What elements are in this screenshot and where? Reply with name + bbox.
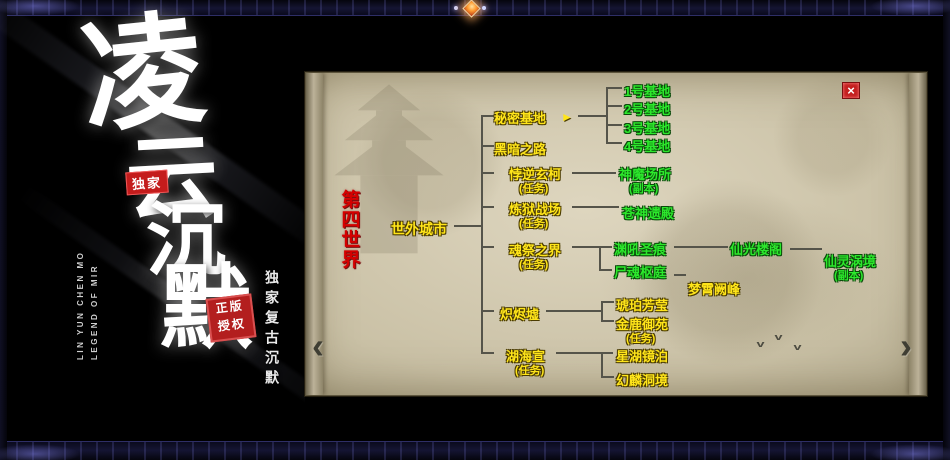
map-node-base-1[interactable]: 1号基地 [624,84,671,99]
license-seal: 正版 授权 [205,293,257,343]
english-title-block: LIN YUN CHEN MO LEGEND OF MIR [76,220,99,360]
logo-area: 凌 云 沉 默 独家 正版 授权 独家复古沉默 LIN YUN CHEN MO … [0,0,305,460]
connector [481,145,494,147]
connector [606,105,622,107]
map-node-base-3[interactable]: 3号基地 [624,121,671,136]
connector [578,115,606,117]
map-node-quest-7[interactable]: 湖海宣 [506,349,546,364]
selection-arrow-icon: ► [561,110,573,124]
map-node-quest-4-tag: (任务) [519,218,549,230]
map-node-spirit-vortex-tag: (副本) [834,270,864,282]
map-node-light-pavilion[interactable]: 仙光楼阁 [730,242,783,257]
connector [481,310,494,312]
connector [572,206,619,208]
bird-mark: v [793,342,802,352]
english-subtitle-line: LEGEND OF MIR [90,263,99,360]
map-scroll-panel: × ‹ › 第四世界 [305,72,927,396]
connector [790,248,822,250]
ornamental-border-bottom [0,441,950,460]
map-node-base-2[interactable]: 2号基地 [624,102,671,117]
connector [674,274,686,276]
bird-mark: v [774,332,783,342]
connector [546,310,601,312]
connector [556,352,613,354]
connector [601,301,614,303]
gem-side-dot [454,6,458,10]
gem-icon [462,0,481,18]
connector [601,376,614,378]
connector [606,87,608,144]
vertical-tagline: 独家复古沉默 [264,270,280,390]
connector [572,172,616,174]
map-node-amber-hall[interactable]: 琥珀芳莹 [616,298,669,313]
map-node-deer-garden[interactable]: 金鹿御苑 [616,317,669,332]
map-node-secret-base[interactable]: 秘密基地 [494,111,547,126]
scroll-roll-left [306,73,323,395]
map-node-base-4[interactable]: 4号基地 [624,139,671,154]
connector [481,115,494,117]
map-node-quest-3-tag: (任务) [519,183,549,195]
seal-line-2: 授权 [217,316,247,334]
map-node-quest-4[interactable]: 炼狱战场 [509,202,562,217]
connector [481,116,483,353]
connector [606,124,622,126]
bird-mark: v [756,339,765,349]
exclusive-stamp: 独家 [125,169,169,196]
connector [601,352,603,378]
prev-page-arrow[interactable]: ‹ [312,325,324,366]
map-node-quest-5[interactable]: 魂祭之界 [509,243,562,258]
connector [606,87,622,89]
map-node-corpse-court[interactable]: 尸魂枢庭 [614,265,667,280]
map-node-dungeon-3[interactable]: 神魔场所 [619,167,672,182]
map-tree: 世外城市 秘密基地 ► 黑暗之路 悖逆玄柯 (任务) 炼狱战场 (任务) 魂祭之… [306,73,926,395]
ornamental-border-right [943,0,950,460]
english-title-line: LIN YUN CHEN MO [76,250,85,360]
connector [481,206,494,208]
connector [599,246,601,271]
logo-char-3: 沉 [146,193,226,287]
map-node-dungeon-4[interactable]: 苍神遗殿 [622,206,675,221]
top-center-gem-ornament [452,0,488,18]
logo-char-1: 凌 [74,0,212,151]
next-page-arrow[interactable]: › [900,325,912,366]
pagoda-watermark [334,84,444,254]
ornamental-border-left [0,0,7,460]
world-title: 第四世界 [341,190,361,271]
connector [454,225,482,227]
connector [481,352,494,354]
map-node-root-city[interactable]: 世外城市 [391,221,447,237]
connector [601,320,614,322]
map-node-quest-3[interactable]: 悖逆玄柯 [509,167,562,182]
map-node-quest-5-tag: (任务) [519,259,549,271]
map-node-dark-road[interactable]: 黑暗之路 [494,142,547,157]
connector [599,269,612,271]
connector [674,246,728,248]
map-node-dungeon-3-tag: (副本) [629,183,659,195]
map-node-quest-7-tag: (任务) [515,365,545,377]
map-node-ember-ruin[interactable]: 炽烬墟 [500,307,540,322]
connector [481,172,494,174]
map-node-abyss-scar[interactable]: 渊吼圣痕 [614,242,667,257]
map-node-dream-peak[interactable]: 梦霄阙峰 [688,282,741,297]
connector [601,301,603,322]
map-node-deer-garden-tag: (任务) [626,333,656,345]
scroll-roll-right [909,73,926,395]
map-node-phantom-cave[interactable]: 幻麟洞境 [616,373,669,388]
connector [572,246,612,248]
map-node-star-lake[interactable]: 星湖镜泊 [616,349,669,364]
connector [606,142,622,144]
close-button[interactable]: × [842,82,860,99]
connector [481,246,494,248]
map-node-spirit-vortex[interactable]: 仙灵涡境 [824,254,877,269]
gem-side-dot [482,6,486,10]
